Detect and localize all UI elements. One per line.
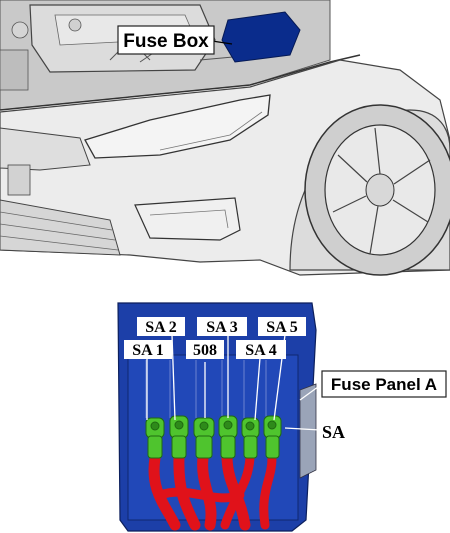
fuse-label-sa1: SA 1: [132, 342, 164, 359]
fuse-panel-illustration: [117, 302, 317, 532]
fuse-panel-label: Fuse Panel A: [331, 375, 437, 394]
sa4-leader-line: [254, 357, 261, 421]
fuse-box-label-box: [117, 25, 215, 55]
headlight: [84, 94, 271, 159]
red-cables: [148, 452, 277, 531]
sa-group-label: SA: [322, 422, 345, 442]
grille: [0, 127, 91, 171]
sa-group-leader-line: [284, 427, 321, 431]
fuse-508: [193, 417, 215, 459]
fuse-leader-lines: [146, 334, 323, 431]
fog-light: [134, 197, 241, 241]
fuse-panel-callout: Fuse Panel A: [321, 370, 447, 398]
fuse-sa5: [263, 415, 282, 459]
fuse-box-leader-line: [211, 40, 233, 45]
fuse-sa3: [218, 415, 238, 459]
fuse-sa2: [169, 415, 189, 459]
fuse-labels: SA 2 SA 3 SA 5 SA 1 508 SA 4: [124, 317, 306, 359]
fuse-label-508: 508: [193, 342, 217, 359]
car-front-illustration: [0, 0, 450, 276]
fuse-label-sa3: SA 3: [206, 319, 238, 336]
fuse-caps: [145, 415, 282, 459]
panel-leader-line: [299, 383, 323, 401]
fuse-sa1: [145, 417, 165, 459]
fuse-box-callout: Fuse Box: [117, 25, 233, 55]
fuse-box-label: Fuse Box: [123, 31, 209, 52]
fuse-box-highlight: [221, 11, 301, 63]
fuse-label-sa2: SA 2: [145, 319, 177, 336]
fuse-sa4: [241, 417, 260, 459]
fuse-label-sa5: SA 5: [266, 319, 298, 336]
fuse-panel-label-box: [321, 370, 447, 398]
fuse-label-sa4: SA 4: [245, 342, 277, 359]
lower-grille: [0, 199, 121, 256]
sa2-leader-line: [171, 334, 176, 421]
